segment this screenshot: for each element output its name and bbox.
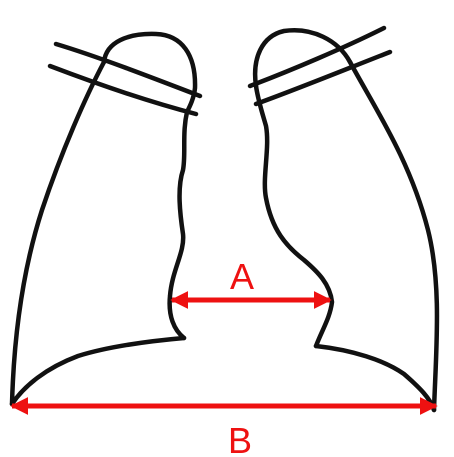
right-lung-mediastinal-border <box>170 112 187 338</box>
right-lung-base <box>12 338 184 404</box>
measurement-a-label: A <box>230 256 254 297</box>
left-lung-mediastinal-border <box>256 86 332 346</box>
right-clavicle-upper <box>56 44 200 96</box>
left-lung-outline <box>250 28 437 410</box>
right-clavicle-lower <box>50 66 196 114</box>
measurement-b: B <box>12 406 436 457</box>
left-lung-lateral-border <box>350 62 437 410</box>
right-lung-outline <box>12 34 200 404</box>
left-lung-base <box>316 346 434 410</box>
measurement-b-label: B <box>228 420 252 457</box>
